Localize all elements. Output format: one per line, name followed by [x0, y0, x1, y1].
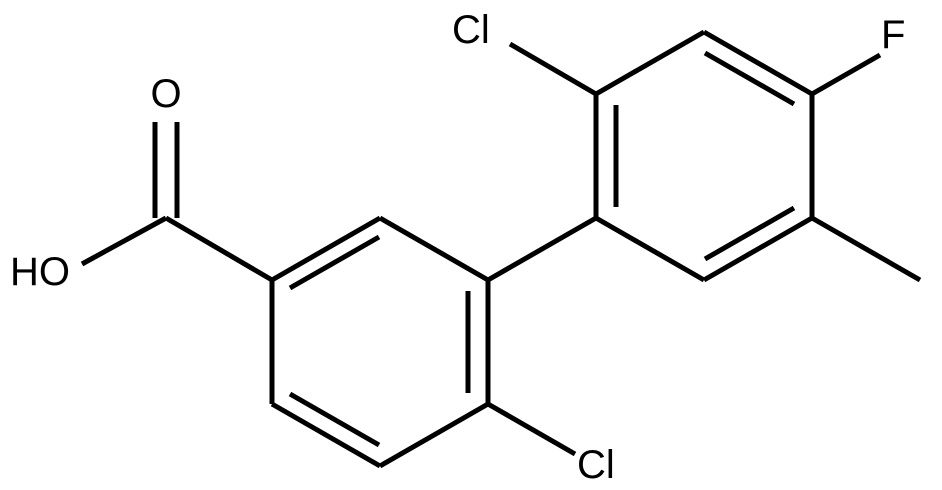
- bond-biaryl: [486, 215, 598, 283]
- bond-ring2-cl: [508, 41, 598, 97]
- atom-label-ho: HO: [10, 250, 70, 294]
- atom-label-cl-bottom: Cl: [577, 443, 615, 487]
- bond-ring2-f: [810, 52, 882, 97]
- ring1-bond-4: [378, 401, 490, 469]
- ring2-bond-3: [702, 29, 814, 97]
- ring1-bond-1-inner: [288, 234, 381, 291]
- ring1-bond-2: [378, 215, 490, 283]
- bond-ring2-methyl: [810, 215, 922, 283]
- ring2-bond-5-inner: [703, 205, 796, 262]
- bond-cooh-ring: [164, 215, 274, 283]
- atom-label-f: F: [881, 13, 905, 57]
- atom-label-cl-top: Cl: [452, 8, 490, 52]
- bond-ring1-cl: [486, 401, 577, 457]
- ring2-bond-2: [594, 29, 706, 97]
- ring1-bond-1: [270, 215, 382, 283]
- ring1-bond-5: [270, 401, 382, 469]
- ring2-bond-6: [594, 215, 706, 283]
- bond-c-oh: [80, 215, 168, 267]
- ring2-bond-5: [702, 215, 814, 283]
- atom-label-o: O: [150, 72, 181, 116]
- ring2-bond-3-inner: [703, 50, 796, 107]
- ring1-bond-5-inner: [288, 391, 381, 448]
